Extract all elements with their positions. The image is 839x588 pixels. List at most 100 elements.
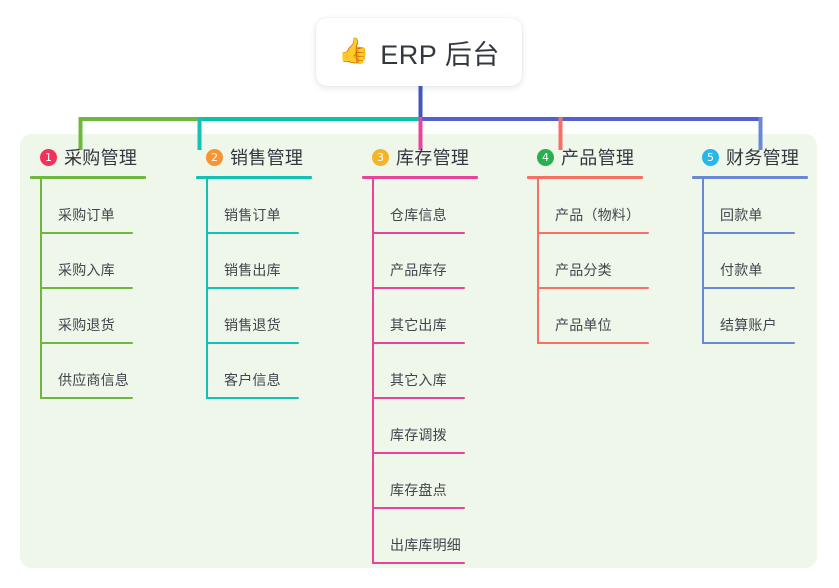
leaf-item[interactable]: 其它出库 xyxy=(372,289,478,344)
leaf-item[interactable]: 回款单 xyxy=(702,179,808,234)
leaf-label: 销售退货 xyxy=(224,317,281,333)
leaf-label: 库存调拨 xyxy=(390,427,447,443)
leaf-underline xyxy=(702,287,795,289)
leaf-underline xyxy=(372,452,465,454)
branch-spine xyxy=(702,179,704,344)
branch-spine xyxy=(206,179,208,399)
leaf-label: 出库库明细 xyxy=(390,537,461,553)
leaf-underline xyxy=(702,342,795,344)
leaf-item[interactable]: 销售出库 xyxy=(206,234,312,289)
leaf-label: 客户信息 xyxy=(224,372,281,388)
leaf-label: 供应商信息 xyxy=(58,372,129,388)
branch-items: 仓库信息产品库存其它出库其它入库库存调拨库存盘点出库库明细 xyxy=(362,179,478,564)
branch-spine xyxy=(40,179,42,399)
branch-items: 产品（物料） 产品分类产品单位 xyxy=(527,179,649,344)
leaf-item[interactable]: 客户信息 xyxy=(206,344,312,399)
leaf-underline xyxy=(40,397,133,399)
leaf-label: 采购入库 xyxy=(58,262,115,278)
branch-3: 3 库存管理仓库信息产品库存其它出库其它入库库存调拨库存盘点出库库明细 xyxy=(362,143,478,564)
leaf-label: 销售订单 xyxy=(224,207,281,223)
leaf-underline xyxy=(40,342,133,344)
leaf-label: 采购订单 xyxy=(58,207,115,223)
leaf-item[interactable]: 销售订单 xyxy=(206,179,312,234)
leaf-item[interactable]: 库存盘点 xyxy=(372,454,478,509)
leaf-item[interactable]: 销售退货 xyxy=(206,289,312,344)
branch-header-3[interactable]: 3 库存管理 xyxy=(362,143,478,171)
branch-2: 2 销售管理销售订单销售出库销售退货客户信息 xyxy=(196,143,312,399)
leaf-underline xyxy=(372,342,465,344)
diagram-background-panel xyxy=(20,134,817,568)
branch-underline xyxy=(527,176,643,179)
leaf-underline xyxy=(372,397,465,399)
leaf-underline xyxy=(537,287,649,289)
leaf-underline xyxy=(40,232,133,234)
leaf-label: 产品单位 xyxy=(555,317,612,333)
branch-title: 库存管理 xyxy=(396,148,470,168)
leaf-underline xyxy=(372,232,465,234)
root-title: ERP 后台 xyxy=(380,39,500,70)
leaf-label: 其它出库 xyxy=(390,317,447,333)
leaf-item[interactable]: 产品单位 xyxy=(537,289,649,344)
branch-items: 回款单付款单结算账户 xyxy=(692,179,808,344)
leaf-label: 采购退货 xyxy=(58,317,115,333)
branch-title: 采购管理 xyxy=(64,148,138,168)
leaf-item[interactable]: 出库库明细 xyxy=(372,509,478,564)
branch-items: 采购订单采购入库采购退货供应商信息 xyxy=(30,179,146,399)
branch-title: 产品管理 xyxy=(561,148,635,168)
thumbs-up-icon: 👍 xyxy=(338,36,370,65)
branch-header-5[interactable]: 5 财务管理 xyxy=(692,143,808,171)
branch-number-badge: 4 xyxy=(537,148,554,166)
branch-header-2[interactable]: 2 销售管理 xyxy=(196,143,312,171)
leaf-item[interactable]: 采购入库 xyxy=(40,234,146,289)
leaf-item[interactable]: 产品分类 xyxy=(537,234,649,289)
branch-items: 销售订单销售出库销售退货客户信息 xyxy=(196,179,312,399)
leaf-label: 产品（物料） xyxy=(555,207,641,223)
leaf-item[interactable]: 库存调拨 xyxy=(372,399,478,454)
leaf-label: 产品库存 xyxy=(390,262,447,278)
root-node[interactable]: 👍 ERP 后台 xyxy=(316,18,522,86)
leaf-label: 其它入库 xyxy=(390,372,447,388)
leaf-underline xyxy=(40,287,133,289)
branch-spine xyxy=(537,179,539,344)
leaf-item[interactable]: 采购退货 xyxy=(40,289,146,344)
leaf-underline xyxy=(702,232,795,234)
leaf-item[interactable]: 产品库存 xyxy=(372,234,478,289)
branch-underline xyxy=(362,176,478,179)
leaf-item[interactable]: 其它入库 xyxy=(372,344,478,399)
leaf-item[interactable]: 结算账户 xyxy=(702,289,808,344)
branch-title: 财务管理 xyxy=(726,148,800,168)
leaf-underline xyxy=(537,232,649,234)
branch-spine xyxy=(372,179,374,564)
branch-underline xyxy=(196,176,312,179)
leaf-underline xyxy=(372,287,465,289)
leaf-item[interactable]: 付款单 xyxy=(702,234,808,289)
leaf-label: 付款单 xyxy=(720,262,763,278)
leaf-underline xyxy=(372,562,465,564)
branch-underline xyxy=(692,176,808,179)
leaf-item[interactable]: 供应商信息 xyxy=(40,344,146,399)
leaf-underline xyxy=(372,507,465,509)
branch-number-badge: 3 xyxy=(372,148,389,166)
leaf-item[interactable]: 采购订单 xyxy=(40,179,146,234)
branch-underline xyxy=(30,176,146,179)
leaf-label: 库存盘点 xyxy=(390,482,447,498)
leaf-label: 产品分类 xyxy=(555,262,612,278)
branch-header-4[interactable]: 4 产品管理 xyxy=(527,143,643,171)
branch-title: 销售管理 xyxy=(230,148,304,168)
branch-4: 4 产品管理产品（物料） 产品分类产品单位 xyxy=(527,143,649,344)
leaf-label: 结算账户 xyxy=(720,317,777,333)
leaf-label: 回款单 xyxy=(720,207,763,223)
branch-number-badge: 1 xyxy=(40,148,57,166)
branch-5: 5 财务管理回款单付款单结算账户 xyxy=(692,143,808,344)
leaf-underline xyxy=(206,397,299,399)
branch-number-badge: 2 xyxy=(206,148,223,166)
branch-1: 1 采购管理采购订单采购入库采购退货供应商信息 xyxy=(30,143,146,399)
branch-number-badge: 5 xyxy=(702,148,719,166)
leaf-underline xyxy=(206,287,299,289)
leaf-item[interactable]: 产品（物料） xyxy=(537,179,649,234)
leaf-label: 仓库信息 xyxy=(390,207,447,223)
leaf-label: 销售出库 xyxy=(224,262,281,278)
leaf-item[interactable]: 仓库信息 xyxy=(372,179,478,234)
branch-header-1[interactable]: 1 采购管理 xyxy=(30,143,146,171)
